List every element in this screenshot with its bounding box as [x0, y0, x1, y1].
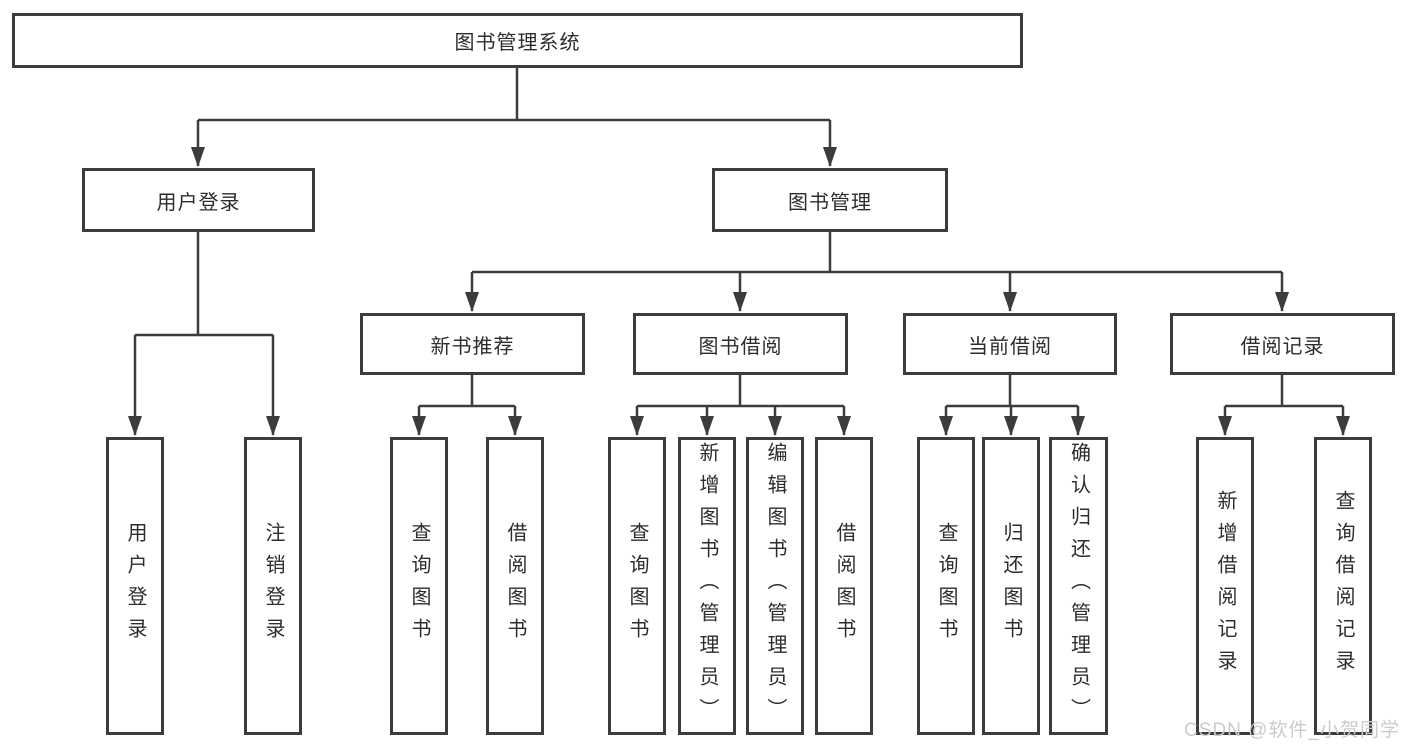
watermark: CSDN @软件_小贺同学	[1184, 720, 1400, 741]
leaf-query-books-recommend: 查询图书	[390, 437, 448, 735]
node-library-system: 图书管理系统	[12, 13, 1023, 68]
node-borrow-records-label: 借阅记录	[1240, 335, 1325, 358]
leaf-confirm-return-admin-label: 确认归还（管理员）	[1067, 442, 1090, 730]
leaf-borrow-books-borrow: 借阅图书	[815, 437, 873, 735]
node-new-book-recommend-label: 新书推荐	[430, 335, 515, 358]
node-new-book-recommend: 新书推荐	[360, 313, 585, 375]
node-library-system-label: 图书管理系统	[454, 32, 581, 54]
node-current-borrow: 当前借阅	[903, 313, 1117, 375]
node-user-login: 用户登录	[82, 168, 315, 232]
node-user-login-label: 用户登录	[156, 191, 241, 214]
node-book-management: 图书管理	[712, 168, 948, 232]
leaf-query-books-current: 查询图书	[917, 437, 975, 735]
leaf-add-borrow-record: 新增借阅记录	[1196, 437, 1254, 735]
leaf-query-borrow-record: 查询借阅记录	[1314, 437, 1372, 735]
node-borrow-records: 借阅记录	[1170, 313, 1395, 375]
leaf-logout-label: 注销登录	[262, 522, 284, 650]
leaf-user-login-label: 用户登录	[124, 522, 146, 650]
leaf-borrow-books-recommend: 借阅图书	[486, 437, 544, 735]
leaf-return-book: 归还图书	[982, 437, 1040, 735]
leaf-add-book-admin-label: 新增图书（管理员）	[696, 442, 718, 730]
leaf-query-books-borrow-label: 查询图书	[626, 522, 648, 650]
leaf-logout: 注销登录	[244, 437, 302, 735]
leaf-query-books-borrow: 查询图书	[608, 437, 666, 735]
leaf-add-book-admin: 新增图书（管理员）	[678, 437, 736, 735]
leaf-query-borrow-record-label: 查询借阅记录	[1332, 490, 1354, 682]
leaf-query-books-current-label: 查询图书	[935, 522, 957, 650]
leaf-borrow-books-borrow-label: 借阅图书	[833, 522, 855, 650]
node-book-management-label: 图书管理	[788, 191, 872, 214]
node-current-borrow-label: 当前借阅	[968, 335, 1052, 358]
node-book-borrow: 图书借阅	[633, 313, 848, 375]
node-book-borrow-label: 图书借阅	[698, 335, 783, 358]
leaf-edit-book-admin: 编辑图书（管理员）	[746, 437, 804, 735]
leaf-query-books-recommend-label: 查询图书	[408, 522, 430, 650]
leaf-add-borrow-record-label: 新增借阅记录	[1214, 490, 1236, 682]
leaf-edit-book-admin-label: 编辑图书（管理员）	[764, 442, 786, 730]
leaf-user-login: 用户登录	[106, 437, 164, 735]
leaf-return-book-label: 归还图书	[1000, 522, 1022, 650]
leaf-borrow-books-recommend-label: 借阅图书	[504, 522, 526, 650]
leaf-confirm-return-admin: 确认归还（管理员）	[1049, 437, 1108, 735]
